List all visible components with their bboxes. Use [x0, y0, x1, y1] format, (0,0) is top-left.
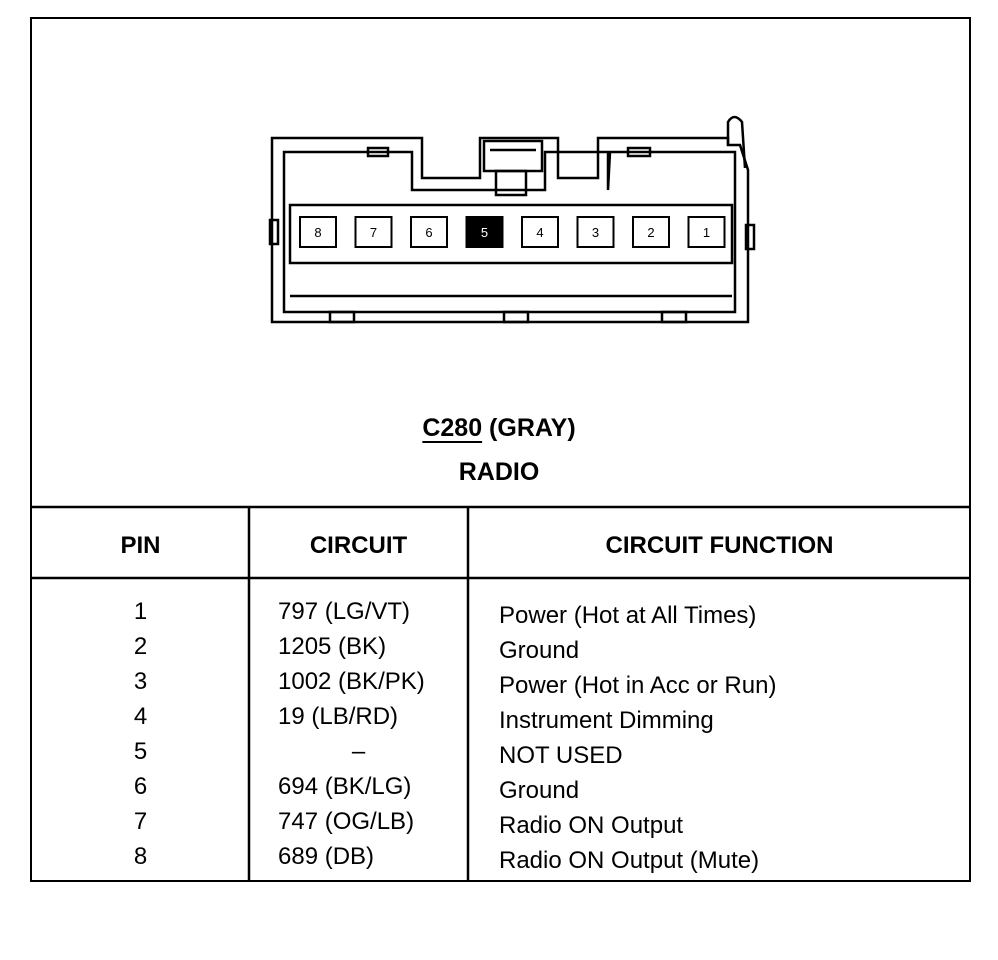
pin-cell: 2: [133, 633, 148, 660]
circuit-cell: 19 (LB/RD): [278, 703, 399, 730]
function-cell: Power (Hot at All Times): [499, 602, 757, 629]
function-cell: Radio ON Output (Mute): [499, 847, 760, 874]
pin-cell: 7: [133, 808, 148, 835]
pin-cavities: 8 7 6 5 4 3 2 1: [299, 216, 726, 248]
circuit-cell: –: [351, 738, 366, 765]
pin-cavity-2: [632, 216, 670, 248]
circuit-cell: 1205 (BK): [278, 633, 387, 660]
pin-number-2: 2: [647, 225, 654, 240]
table-row: 8 689 (DB) Radio ON Output (Mute): [0, 843, 998, 878]
pin-cavity-5: [465, 216, 504, 248]
pin-cell: 5: [133, 738, 148, 765]
pin-cavity-4: [521, 216, 559, 248]
function-cell: Radio ON Output: [499, 812, 684, 839]
connector-name: RADIO: [458, 458, 540, 486]
table-row: 1 797 (LG/VT) Power (Hot at All Times): [0, 598, 998, 633]
header-circuit: CIRCUIT: [309, 532, 408, 559]
connector-code: C280: [422, 414, 483, 442]
pin-cavity-7: [354, 216, 393, 248]
function-cell: Instrument Dimming: [499, 707, 714, 734]
table-row: 7 747 (OG/LB) Radio ON Output: [0, 808, 998, 843]
function-cell: Power (Hot in Acc or Run): [499, 672, 777, 699]
pin-cavity-1: [687, 216, 726, 248]
connector-color: (GRAY): [482, 414, 576, 442]
table-row: 3 1002 (BK/PK) Power (Hot in Acc or Run): [0, 668, 998, 703]
function-cell: Ground: [499, 637, 580, 664]
function-cell: Ground: [499, 777, 580, 804]
pin-number-8: 8: [314, 225, 321, 240]
pin-cell: 8: [133, 843, 148, 870]
connector-diagram: 8 7 6 5 4 3 2 1: [268, 115, 756, 324]
circuit-cell: 694 (BK/LG): [278, 773, 412, 800]
pin-cell: 4: [133, 703, 148, 730]
pin-cell: 6: [133, 773, 148, 800]
pin-number-5: 5: [481, 225, 488, 240]
table-row: 4 19 (LB/RD) Instrument Dimming: [0, 703, 998, 738]
pin-number-6: 6: [425, 225, 432, 240]
pin-cell: 1: [133, 598, 148, 625]
circuit-cell: 689 (DB): [278, 843, 375, 870]
pin-cavity-8: [299, 216, 337, 248]
table-row: 6 694 (BK/LG) Ground: [0, 773, 998, 808]
pin-number-1: 1: [703, 225, 710, 240]
circuit-cell: 797 (LG/VT): [278, 598, 411, 625]
header-pin: PIN: [120, 532, 161, 559]
table-row: 5 – NOT USED: [0, 738, 998, 773]
header-circuit-function: CIRCUIT FUNCTION: [605, 532, 834, 559]
circuit-cell: 1002 (BK/PK): [278, 668, 425, 695]
diagram-frame: [30, 17, 971, 882]
pin-number-3: 3: [592, 225, 599, 240]
pin-number-7: 7: [370, 225, 377, 240]
pin-cell: 3: [133, 668, 148, 695]
pin-cavity-6: [410, 216, 448, 248]
table-row: 2 1205 (BK) Ground: [0, 633, 998, 668]
pin-number-4: 4: [536, 225, 543, 240]
connector-housing: [268, 115, 756, 324]
connector-title: C280 (GRAY): [0, 414, 998, 443]
pin-cavity-3: [576, 216, 615, 248]
function-cell: NOT USED: [499, 742, 623, 769]
circuit-cell: 747 (OG/LB): [278, 808, 415, 835]
